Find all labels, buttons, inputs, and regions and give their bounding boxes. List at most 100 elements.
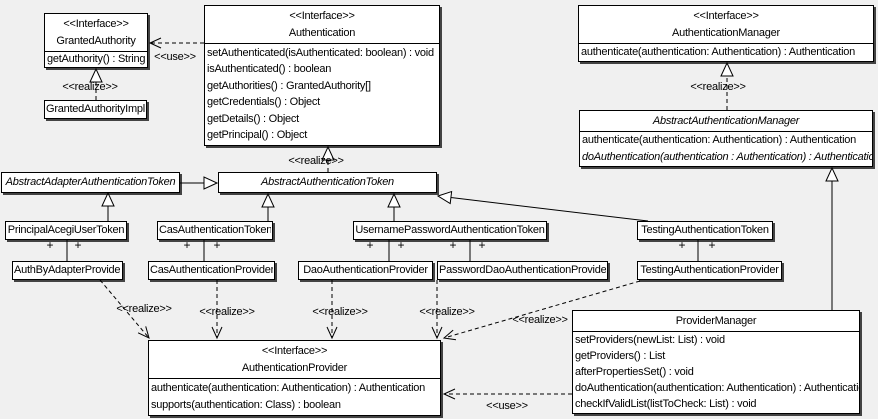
class-cas-authentication-provider[interactable]: CasAuthenticationProvider — [148, 261, 275, 280]
class-header: PrincipalAcegiUserToken — [6, 222, 126, 239]
class-authentication-manager[interactable]: <<Interface>> AuthenticationManager authen… — [578, 5, 874, 62]
class-name: GrantedAuthority — [56, 35, 136, 47]
class-cas-authentication-token[interactable]: CasAuthenticationToken — [157, 221, 273, 240]
connector-realize-abstracttoken-to-authentication — [321, 145, 335, 172]
class-header: UsernamePasswordAuthenticationToken — [354, 222, 546, 239]
methods-compartment: setAuthenticated(isAuthenticated: boolea… — [205, 44, 439, 145]
edge-stereotype-label: <<use>> — [486, 400, 528, 412]
class-auth-by-adapter-provider[interactable]: AuthByAdapterProvider — [12, 261, 123, 280]
hollow-triangle-arrowhead-icon — [720, 61, 734, 77]
association-plus-mark: + — [449, 238, 457, 252]
connector-use-providermanager-to-authenticationprovider — [442, 388, 572, 400]
association-plus-mark: + — [183, 238, 191, 252]
class-header: CasAuthenticationToken — [158, 222, 272, 239]
class-header: <<Interface>> AuthenticationManager — [579, 6, 873, 44]
hollow-triangle-arrowhead-icon — [825, 166, 839, 182]
class-provider-manager[interactable]: ProviderManager setProviders(newList: Lis… — [572, 310, 860, 414]
class-header: AbstractAuthenticationManager — [580, 111, 872, 132]
class-granted-authority-impl[interactable]: GrantedAuthorityImpl — [44, 100, 147, 119]
class-authentication-provider[interactable]: <<Interface>>AuthenticationProvider authe… — [148, 340, 441, 416]
association-plus-mark: + — [478, 238, 486, 252]
method-signature: checkIfValidList(listToCheck: List) : vo… — [575, 398, 757, 410]
association-plus-mark: + — [46, 238, 54, 252]
edge-stereotype-label: <<realize>> — [312, 306, 368, 318]
method-signature: setProviders(newList: List) : void — [575, 334, 725, 346]
hollow-triangle-arrowhead-icon — [387, 192, 401, 208]
hollow-triangle-arrowhead-icon — [203, 176, 219, 190]
class-name: CasAuthenticationToken — [159, 224, 271, 236]
edge-stereotype-label: <<realize>> — [116, 303, 172, 315]
class-abstract-adapter-authentication-token[interactable]: AbstractAdapterAuthenticationToken — [1, 172, 180, 193]
open-arrowhead-icon — [442, 388, 456, 400]
class-header: TestingAuthenticationToken — [638, 222, 772, 239]
methods-compartment: authenticate(authentication: Authenticat… — [579, 44, 873, 61]
connector-realize-grantedauthorityimpl-to-grantedauthority — [89, 67, 103, 100]
methods-compartment: getAuthority() : String — [45, 52, 147, 67]
edge-stereotype-label: <<realize>> — [419, 306, 475, 318]
edge-stereotype-label: <<realize>> — [690, 81, 746, 93]
stereotype-label: <<Interface>> — [693, 10, 759, 22]
class-name: GrantedAuthorityImpl — [46, 103, 145, 115]
connector-extends-testingtoken-to-abstracttoken — [436, 190, 649, 222]
class-abstract-authentication-manager[interactable]: AbstractAuthenticationManager authenticat… — [579, 110, 873, 167]
class-header: <<Interface>>AuthenticationProvider — [149, 341, 440, 379]
association-plus-mark: + — [678, 238, 686, 252]
connector-use-authentication-to-grantedauthority — [148, 37, 204, 49]
class-header: TestingAuthenticationProvider — [638, 262, 781, 279]
hollow-triangle-arrowhead-icon — [89, 67, 103, 83]
connector-extends-abstractadaptertoken-to-abstracttoken — [180, 176, 219, 190]
open-arrowhead-icon — [211, 326, 223, 340]
edge-stereotype-label: <<realize>> — [62, 81, 118, 93]
method-signature: getDetails() : Object — [207, 112, 299, 125]
association-plus-mark: + — [397, 238, 405, 252]
class-password-dao-authentication-provider[interactable]: PasswordDaoAuthenticationProvider — [437, 261, 608, 280]
method-signature: getAuthority() : String — [47, 53, 146, 65]
methods-compartment: setProviders(newList: List) : void getPro… — [573, 332, 859, 413]
class-header: AuthByAdapterProvider — [13, 262, 122, 279]
edge-stereotype-label: <<realize>> — [512, 314, 568, 326]
class-testing-authentication-token[interactable]: TestingAuthenticationToken — [637, 221, 773, 240]
association-plus-mark: + — [366, 238, 374, 252]
class-name: AuthenticationManager — [672, 27, 780, 39]
class-username-password-authentication-token[interactable]: UsernamePasswordAuthenticationToken — [353, 221, 547, 240]
class-name: AbstractAdapterAuthenticationToken — [5, 176, 176, 188]
method-signature: getProviders() : List — [575, 350, 666, 362]
class-header: AbstractAuthenticationToken — [219, 173, 436, 192]
class-name: TestingAuthenticationToken — [641, 224, 769, 236]
method-signature: doAuthentication(authentication : Authen… — [582, 150, 872, 163]
edge-stereotype-label: <<realize>> — [199, 306, 255, 318]
class-header: ProviderManager — [573, 311, 859, 332]
class-abstract-authentication-token[interactable]: AbstractAuthenticationToken — [218, 172, 437, 193]
edge-stereotype-label: <<use>> — [154, 51, 196, 63]
class-name: CasAuthenticationProvider — [150, 264, 273, 276]
class-name: PasswordDaoAuthenticationProvider — [439, 264, 606, 276]
method-signature: authenticate(authentication: Authenticat… — [582, 134, 857, 147]
association-plus-mark: + — [74, 238, 82, 252]
class-header: AbstractAdapterAuthenticationToken — [2, 173, 179, 192]
connector-realize-casprovider-to-authenticationprovider — [211, 280, 223, 340]
edge-stereotype-label: <<realize>> — [288, 155, 344, 167]
class-principal-acegi-user-token[interactable]: PrincipalAcegiUserToken — [5, 221, 127, 240]
class-name: ProviderManager — [675, 315, 757, 327]
connector-extends-providermanager-to-abstractmanager — [825, 166, 839, 310]
hollow-triangle-arrowhead-icon — [321, 145, 335, 161]
class-testing-authentication-provider[interactable]: TestingAuthenticationProvider — [637, 261, 782, 280]
method-signature: isAuthenticated() : boolean — [207, 63, 332, 76]
method-signature: doAuthentication(authentication: Authent… — [575, 382, 859, 394]
hollow-triangle-arrowhead-icon — [436, 190, 453, 205]
association-plus-mark: + — [213, 238, 221, 252]
class-name: Authentication — [288, 27, 356, 39]
connector-extends-castoken-to-abstracttoken — [261, 192, 275, 221]
class-header: <<Interface>>GrantedAuthority — [45, 14, 147, 52]
open-arrowhead-icon — [442, 329, 457, 341]
class-dao-authentication-provider[interactable]: DaoAuthenticationProvider — [298, 261, 433, 280]
stereotype-label: <<Interface>> — [261, 345, 328, 357]
connector-realize-authbyadapterprovider-to-authenticationprovider — [99, 279, 150, 339]
method-signature: authenticate(authentication: Authenticat… — [151, 382, 426, 394]
methods-compartment: authenticate(authentication: Authenticat… — [580, 132, 872, 166]
methods-compartment: authenticate(authentication: Authenticat… — [149, 379, 440, 415]
connector-extends-principaltoken-to-abstractadaptertoken — [101, 191, 115, 221]
